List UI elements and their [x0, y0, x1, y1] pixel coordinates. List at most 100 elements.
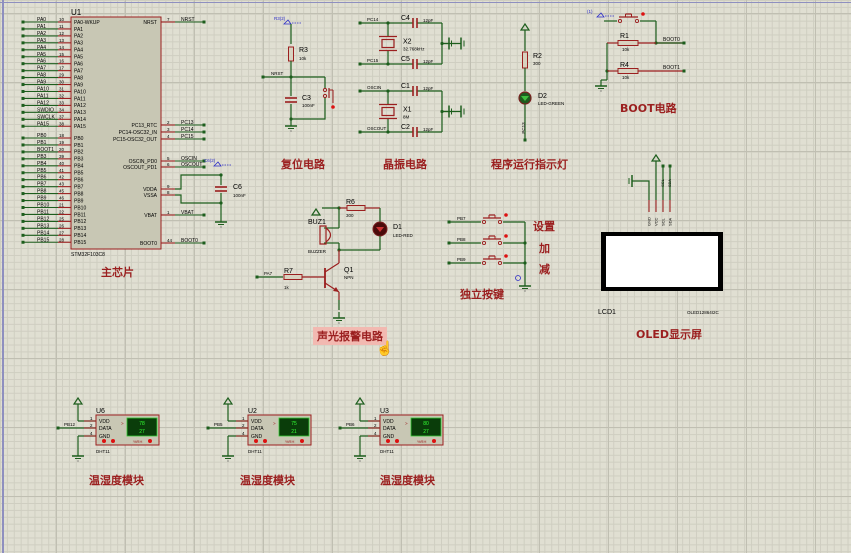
net-label-pa10: PA10 — [37, 87, 49, 93]
d2-ref: D2 — [538, 93, 547, 100]
dht-button-down-icon[interactable] — [102, 439, 106, 443]
pin-name-pb1: PB1 — [74, 143, 84, 149]
voltage-probe[interactable]: R3(2) — [274, 16, 302, 25]
probe-icon — [213, 161, 222, 167]
button-contact — [497, 240, 503, 246]
net-label-sda: SDA — [667, 179, 672, 188]
pin-name-pb2: PB2 — [74, 150, 84, 156]
net-label-pc15: PC15 — [181, 134, 194, 140]
pin-name-vssa: VSSA — [144, 193, 158, 199]
pin-name-pa14: PA14 — [74, 117, 86, 123]
key-button-pb7[interactable] — [481, 213, 508, 225]
resistor-r1[interactable] — [617, 40, 639, 46]
dht-button-down-icon[interactable] — [386, 439, 390, 443]
net-label-pa11: PA11 — [37, 93, 49, 99]
dht-mode-button-icon[interactable] — [148, 439, 152, 443]
crystal-value: 32.768kHz — [403, 47, 425, 52]
crystal-x2[interactable] — [381, 38, 395, 49]
net-label: OSCOUT — [367, 126, 387, 131]
c6-value: 100nF — [233, 193, 246, 198]
net-label-pb10: PB10 — [37, 203, 49, 209]
button-contact — [497, 219, 503, 225]
pin-number: 25 — [59, 216, 65, 221]
hand-cursor-icon: ☝ — [376, 340, 394, 356]
capacitor-c6[interactable]: C6 100nF C6(2) — [175, 158, 246, 228]
dht-mode-button-icon[interactable] — [432, 439, 436, 443]
pin-name-pb7: PB7 — [74, 184, 84, 190]
buzzer-buz1[interactable] — [319, 225, 327, 245]
pin-name-pa2: PA2 — [74, 34, 83, 40]
dht-pin-name-data: DATA — [251, 426, 264, 432]
r1-ref: R1 — [620, 33, 629, 40]
wire — [175, 194, 221, 204]
button-contact — [481, 240, 487, 246]
dht-button-up-icon[interactable] — [111, 439, 115, 443]
net-label-pa4: PA4 — [37, 45, 46, 51]
net-label-pc13: PC13 — [181, 120, 194, 126]
pin-name-pa4: PA4 — [74, 48, 83, 54]
dht-mode-button-icon[interactable] — [300, 439, 304, 443]
boot-button[interactable] — [617, 12, 645, 24]
dht-arrow-icon: > — [405, 421, 408, 426]
section-label-alarm[interactable]: 声光报警电路 — [313, 327, 387, 345]
resistor-r2[interactable] — [522, 51, 528, 69]
net-label-pb12: PB12 — [37, 216, 49, 222]
pin-name-pa8: PA8 — [74, 75, 83, 81]
resistor-r4[interactable] — [617, 68, 639, 74]
dht-button-up-icon[interactable] — [263, 439, 267, 443]
pin-name-pb15: PB15 — [74, 240, 86, 246]
oled-pin-label: SDA — [668, 217, 673, 226]
key-button-pb8[interactable] — [481, 234, 508, 246]
pin-name-nrst: NRST — [143, 20, 157, 26]
pin-number: 40 — [59, 161, 65, 166]
dht-button-down-icon[interactable] — [254, 439, 258, 443]
pin-name-pa1: PA1 — [74, 27, 83, 33]
junction-dot — [202, 241, 206, 245]
key-button-pb9[interactable] — [481, 254, 508, 266]
section-label-run-led: 程序运行指示灯 — [491, 158, 568, 171]
r2-ref: R2 — [533, 53, 542, 60]
c6-ref: C6 — [233, 184, 242, 191]
pin-number: 4 — [167, 134, 170, 139]
oled-screen[interactable] — [606, 236, 718, 287]
probe-icon — [283, 19, 292, 25]
pin-number: 5 — [167, 156, 170, 161]
dht-pin-number: 2 — [374, 423, 377, 428]
r4-ref: R4 — [620, 62, 629, 69]
pin-number: 19 — [59, 140, 65, 145]
q1-value: NPN — [344, 275, 354, 280]
voltage-probe[interactable]: C6(2) — [204, 158, 232, 167]
dht-pin-name-data: DATA — [99, 426, 112, 432]
resistor-r3[interactable] — [288, 46, 294, 62]
r1-value: 10k — [622, 47, 630, 52]
mcu-body[interactable] — [70, 16, 162, 250]
transistor-collector — [324, 262, 340, 273]
resistor-r7[interactable] — [283, 274, 303, 280]
net-label-pa9: PA9 — [37, 80, 46, 86]
crystal-x1[interactable] — [381, 106, 395, 117]
c3-value: 100nF — [302, 103, 315, 108]
voltage-probe[interactable]: (1) — [587, 9, 615, 18]
resistor-r6[interactable] — [346, 205, 366, 211]
junction-dot — [202, 130, 206, 134]
dht-pin-number: 4 — [374, 431, 377, 436]
dht-pin-number: 4 — [242, 431, 245, 436]
net-label-boot1: BOOT1 — [37, 147, 54, 153]
dht-button-up-icon[interactable] — [395, 439, 399, 443]
pin-number: 22 — [59, 209, 65, 214]
c3-ref: C3 — [302, 95, 311, 102]
button-state-indicator — [504, 254, 508, 258]
